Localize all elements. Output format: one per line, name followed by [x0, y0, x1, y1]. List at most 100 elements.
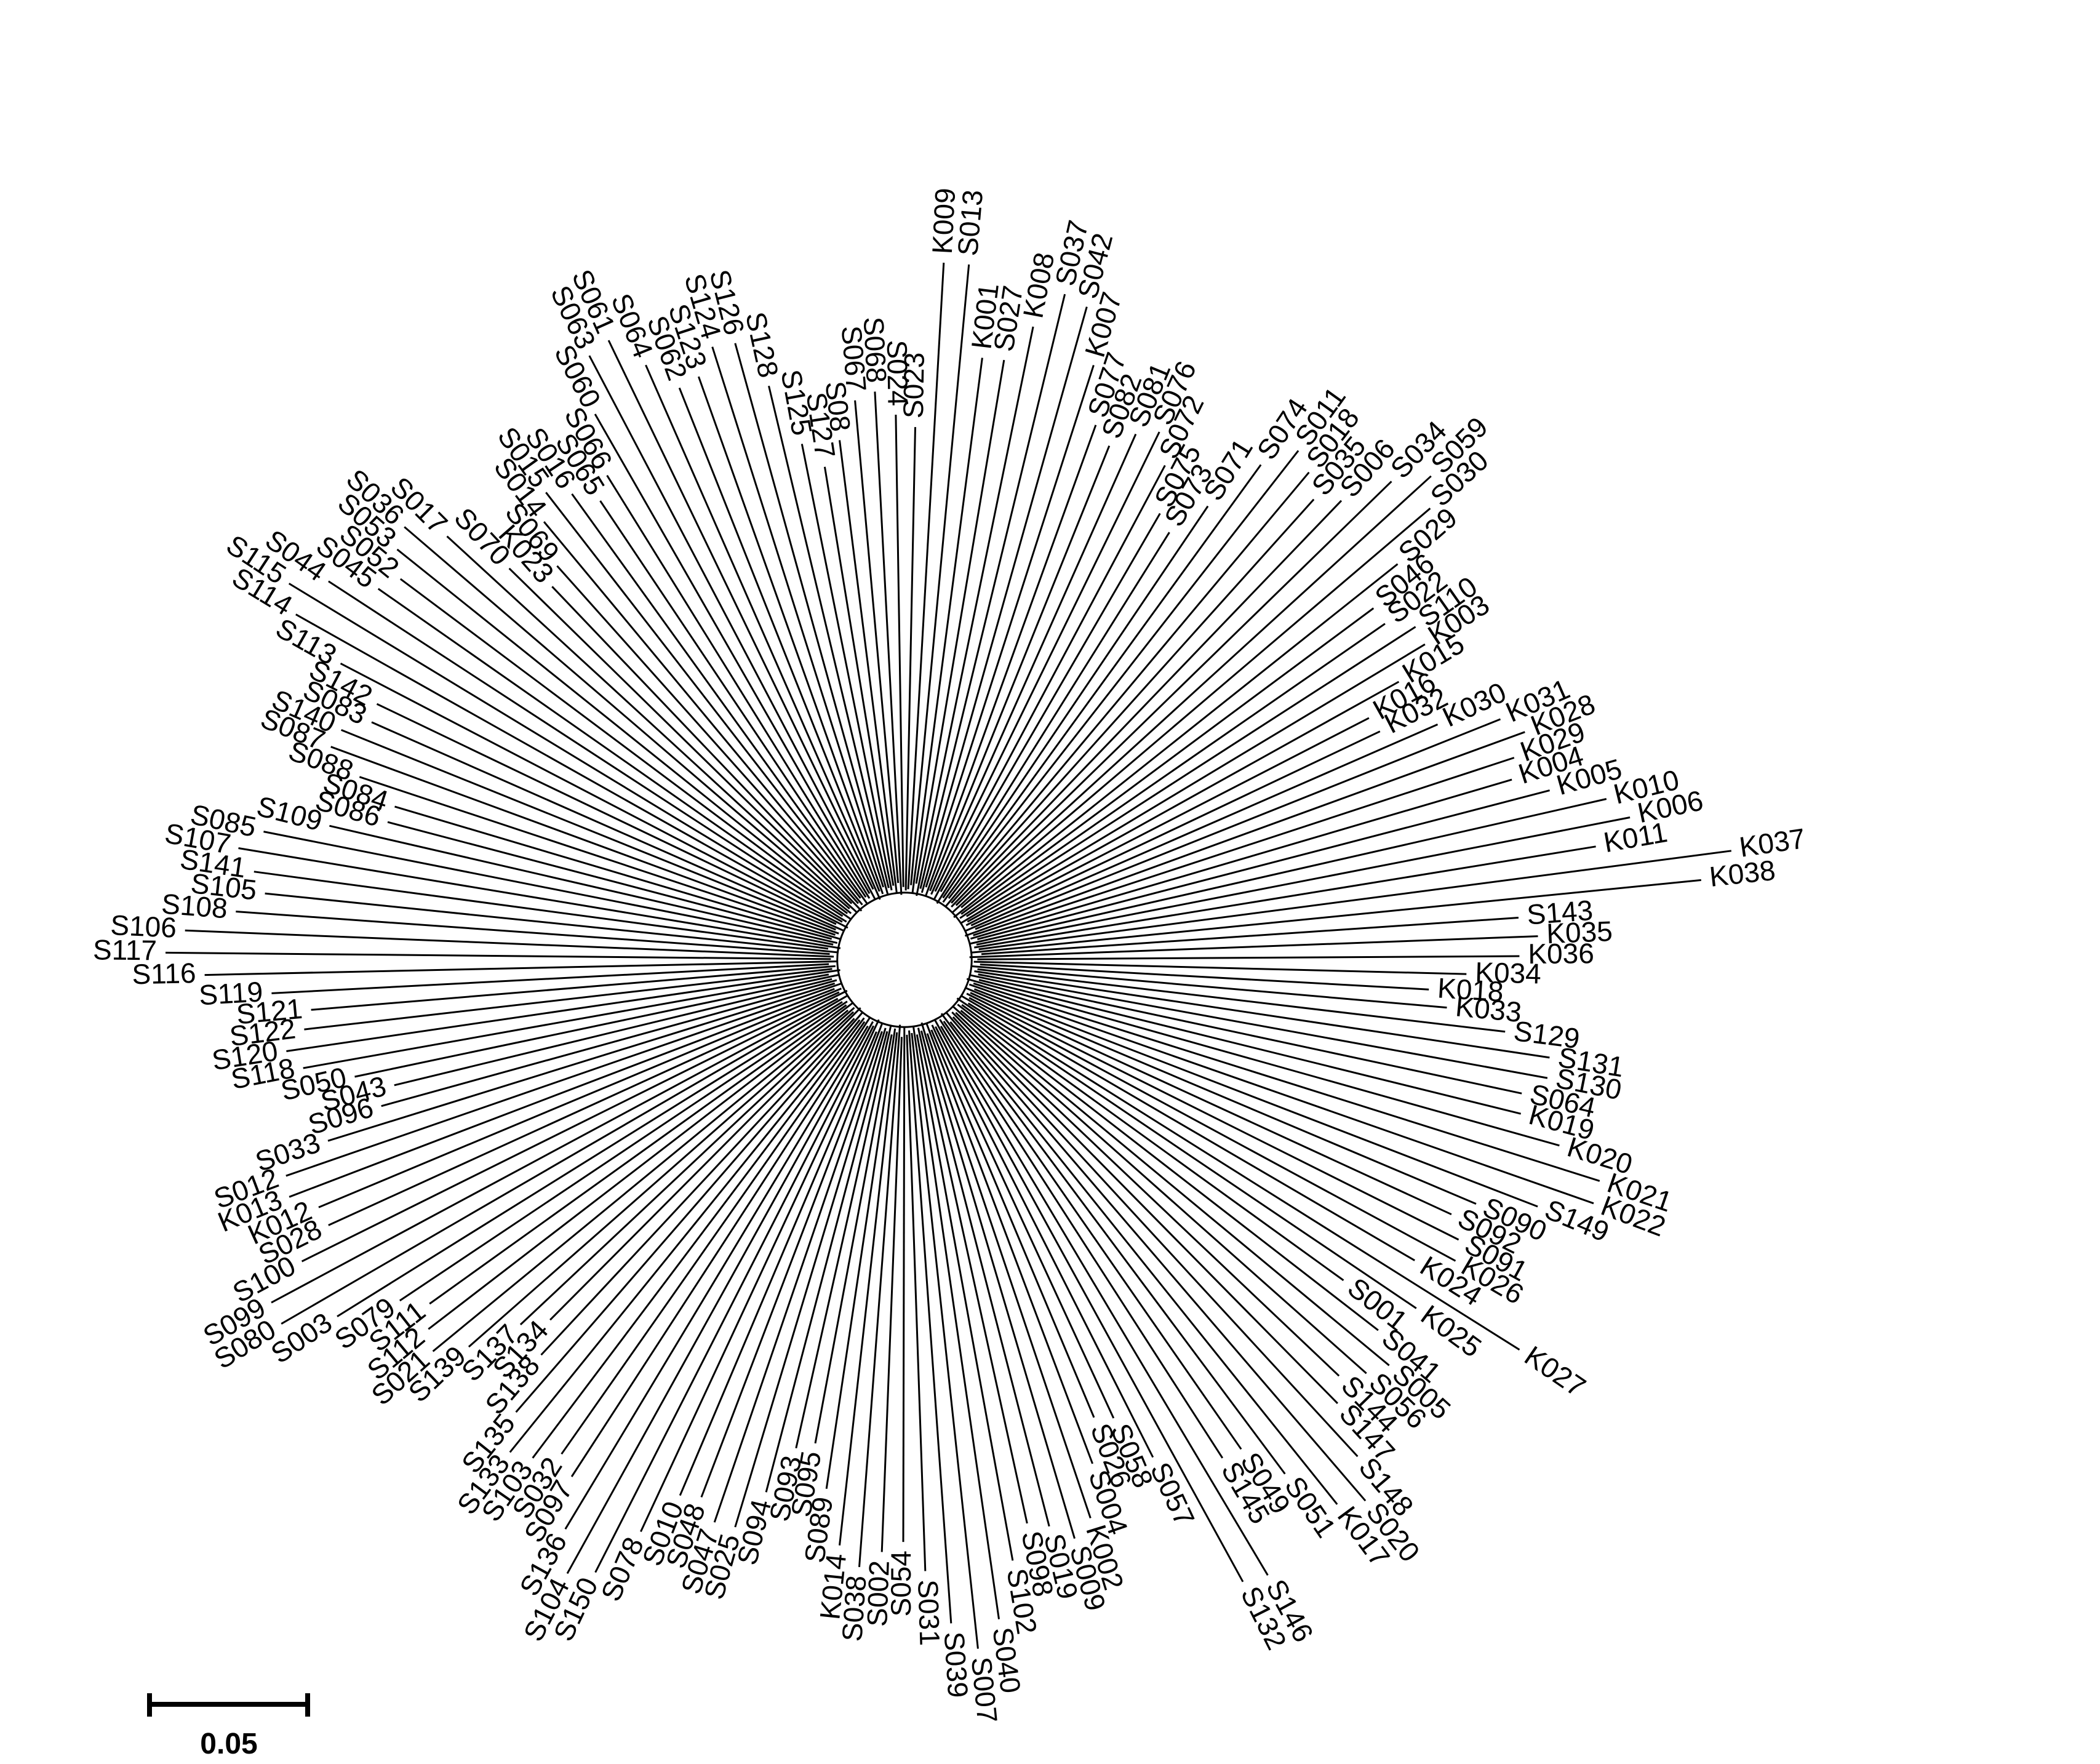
- branch-k018: [980, 964, 1429, 991]
- leaf-label-k034: K034: [1475, 956, 1542, 990]
- branch-s059: [951, 475, 1432, 914]
- branch-s046: [960, 607, 1375, 915]
- leaf-label-k018: K018: [1437, 972, 1504, 1007]
- branch-s033: [327, 982, 836, 1142]
- branch-s070: [508, 567, 853, 904]
- branch-s091: [966, 992, 1459, 1241]
- branch-s079: [399, 1000, 848, 1302]
- leaf-label-k011: K011: [1601, 816, 1669, 858]
- branch-s047: [713, 1031, 883, 1523]
- branch-s030: [960, 508, 1431, 909]
- branch-k033: [970, 965, 1447, 1009]
- leaf-label-s054: S054: [885, 1550, 917, 1617]
- leaf-label-s038: S038: [836, 1574, 872, 1643]
- branch-s08: [839, 440, 898, 893]
- branch-s121: [311, 965, 836, 1011]
- leaf-label-s143: S143: [1526, 894, 1594, 931]
- branch-s016: [571, 493, 869, 905]
- branch-s013: [910, 264, 970, 885]
- branch-s134: [549, 1007, 861, 1321]
- branch-s148: [952, 1016, 1359, 1458]
- branch-k003: [959, 643, 1426, 925]
- branch-s095: [814, 1034, 893, 1444]
- branch-k026: [968, 997, 1456, 1262]
- branch-k004: [970, 778, 1512, 940]
- branch-s082: [929, 445, 1111, 892]
- branch-k035: [969, 935, 1538, 959]
- branch-s114: [295, 613, 843, 923]
- branch-k009: [907, 262, 945, 890]
- branch-s061: [607, 340, 874, 890]
- leaf-label-s013: S013: [951, 188, 989, 257]
- branch-s108: [236, 911, 830, 956]
- branch-k038: [971, 879, 1701, 954]
- branch-s041: [957, 1004, 1379, 1331]
- branch-s129: [977, 968, 1506, 1033]
- branch-s066: [606, 474, 871, 899]
- branch-s058: [931, 1024, 1115, 1419]
- leaf-label-s116: S116: [132, 957, 196, 990]
- branch-k023: [551, 586, 863, 912]
- branch-k021: [973, 982, 1600, 1182]
- leaf-label-k009: K009: [926, 187, 962, 255]
- branch-k032: [970, 730, 1381, 927]
- branch-s099: [271, 997, 839, 1304]
- branch-s150: [594, 1025, 875, 1573]
- branch-k036: [977, 955, 1520, 960]
- branch-s027: [915, 359, 1005, 884]
- branch-s064: [970, 974, 1522, 1095]
- branch-s054: [902, 1027, 906, 1543]
- branch-s019: [920, 1030, 1050, 1527]
- branch-k031: [975, 718, 1501, 930]
- branch-s001: [961, 1004, 1344, 1282]
- branch-s031: [906, 1034, 927, 1571]
- branch-s037: [919, 293, 1066, 889]
- branch-s088: [359, 776, 836, 936]
- branch-s136: [564, 1025, 869, 1530]
- branch-s149: [973, 988, 1538, 1208]
- leaf-label-s078: S078: [594, 1533, 650, 1606]
- branch-s103: [532, 1017, 865, 1459]
- tree-hub: [836, 892, 973, 1028]
- branch-s078: [640, 1019, 880, 1533]
- leaf-label-s031: S031: [912, 1579, 946, 1646]
- branch-s042: [920, 306, 1088, 893]
- branch-s092: [970, 992, 1452, 1216]
- branch-k012: [318, 988, 842, 1208]
- leaf-label-s106: S106: [110, 909, 177, 944]
- branch-s144: [955, 1012, 1340, 1377]
- leaf-label-k038: K038: [1708, 854, 1777, 893]
- branch-k016: [965, 717, 1370, 927]
- branch-k015: [967, 680, 1400, 923]
- branch-k007: [925, 365, 1095, 888]
- branch-s048: [700, 1023, 884, 1498]
- branch-s087: [330, 746, 839, 935]
- branch-k013: [289, 988, 835, 1198]
- branch-k034: [973, 960, 1467, 975]
- branch-s093: [795, 1024, 892, 1449]
- branch-s126: [734, 343, 889, 896]
- branch-s145: [939, 1019, 1224, 1459]
- branch-s112: [428, 1002, 854, 1330]
- branch-s115: [288, 583, 847, 923]
- branch-k002: [926, 1033, 1092, 1519]
- leaf-label-s119: S119: [198, 975, 264, 1011]
- branch-s119: [271, 963, 829, 994]
- branch-k010: [968, 798, 1607, 945]
- branch-s053: [396, 548, 852, 914]
- branch-s004: [925, 1023, 1094, 1464]
- branch-s113: [340, 662, 848, 929]
- branch-s085: [263, 831, 834, 946]
- leaf-label-k001: K001: [965, 281, 1005, 351]
- branch-s139: [468, 1007, 855, 1348]
- branch-s035: [951, 498, 1315, 904]
- branch-s147: [951, 1012, 1338, 1404]
- branch-s036: [404, 526, 850, 910]
- leaf-label-s007: S007: [965, 1656, 1004, 1725]
- leaf-label-k014: K014: [813, 1552, 852, 1621]
- scale-bar: 0.05: [147, 1693, 310, 1760]
- branch-s071: [942, 505, 1209, 899]
- branch-s104: [566, 1021, 874, 1574]
- leaf-label-s002: S002: [861, 1560, 895, 1627]
- branch-s089: [825, 1028, 896, 1489]
